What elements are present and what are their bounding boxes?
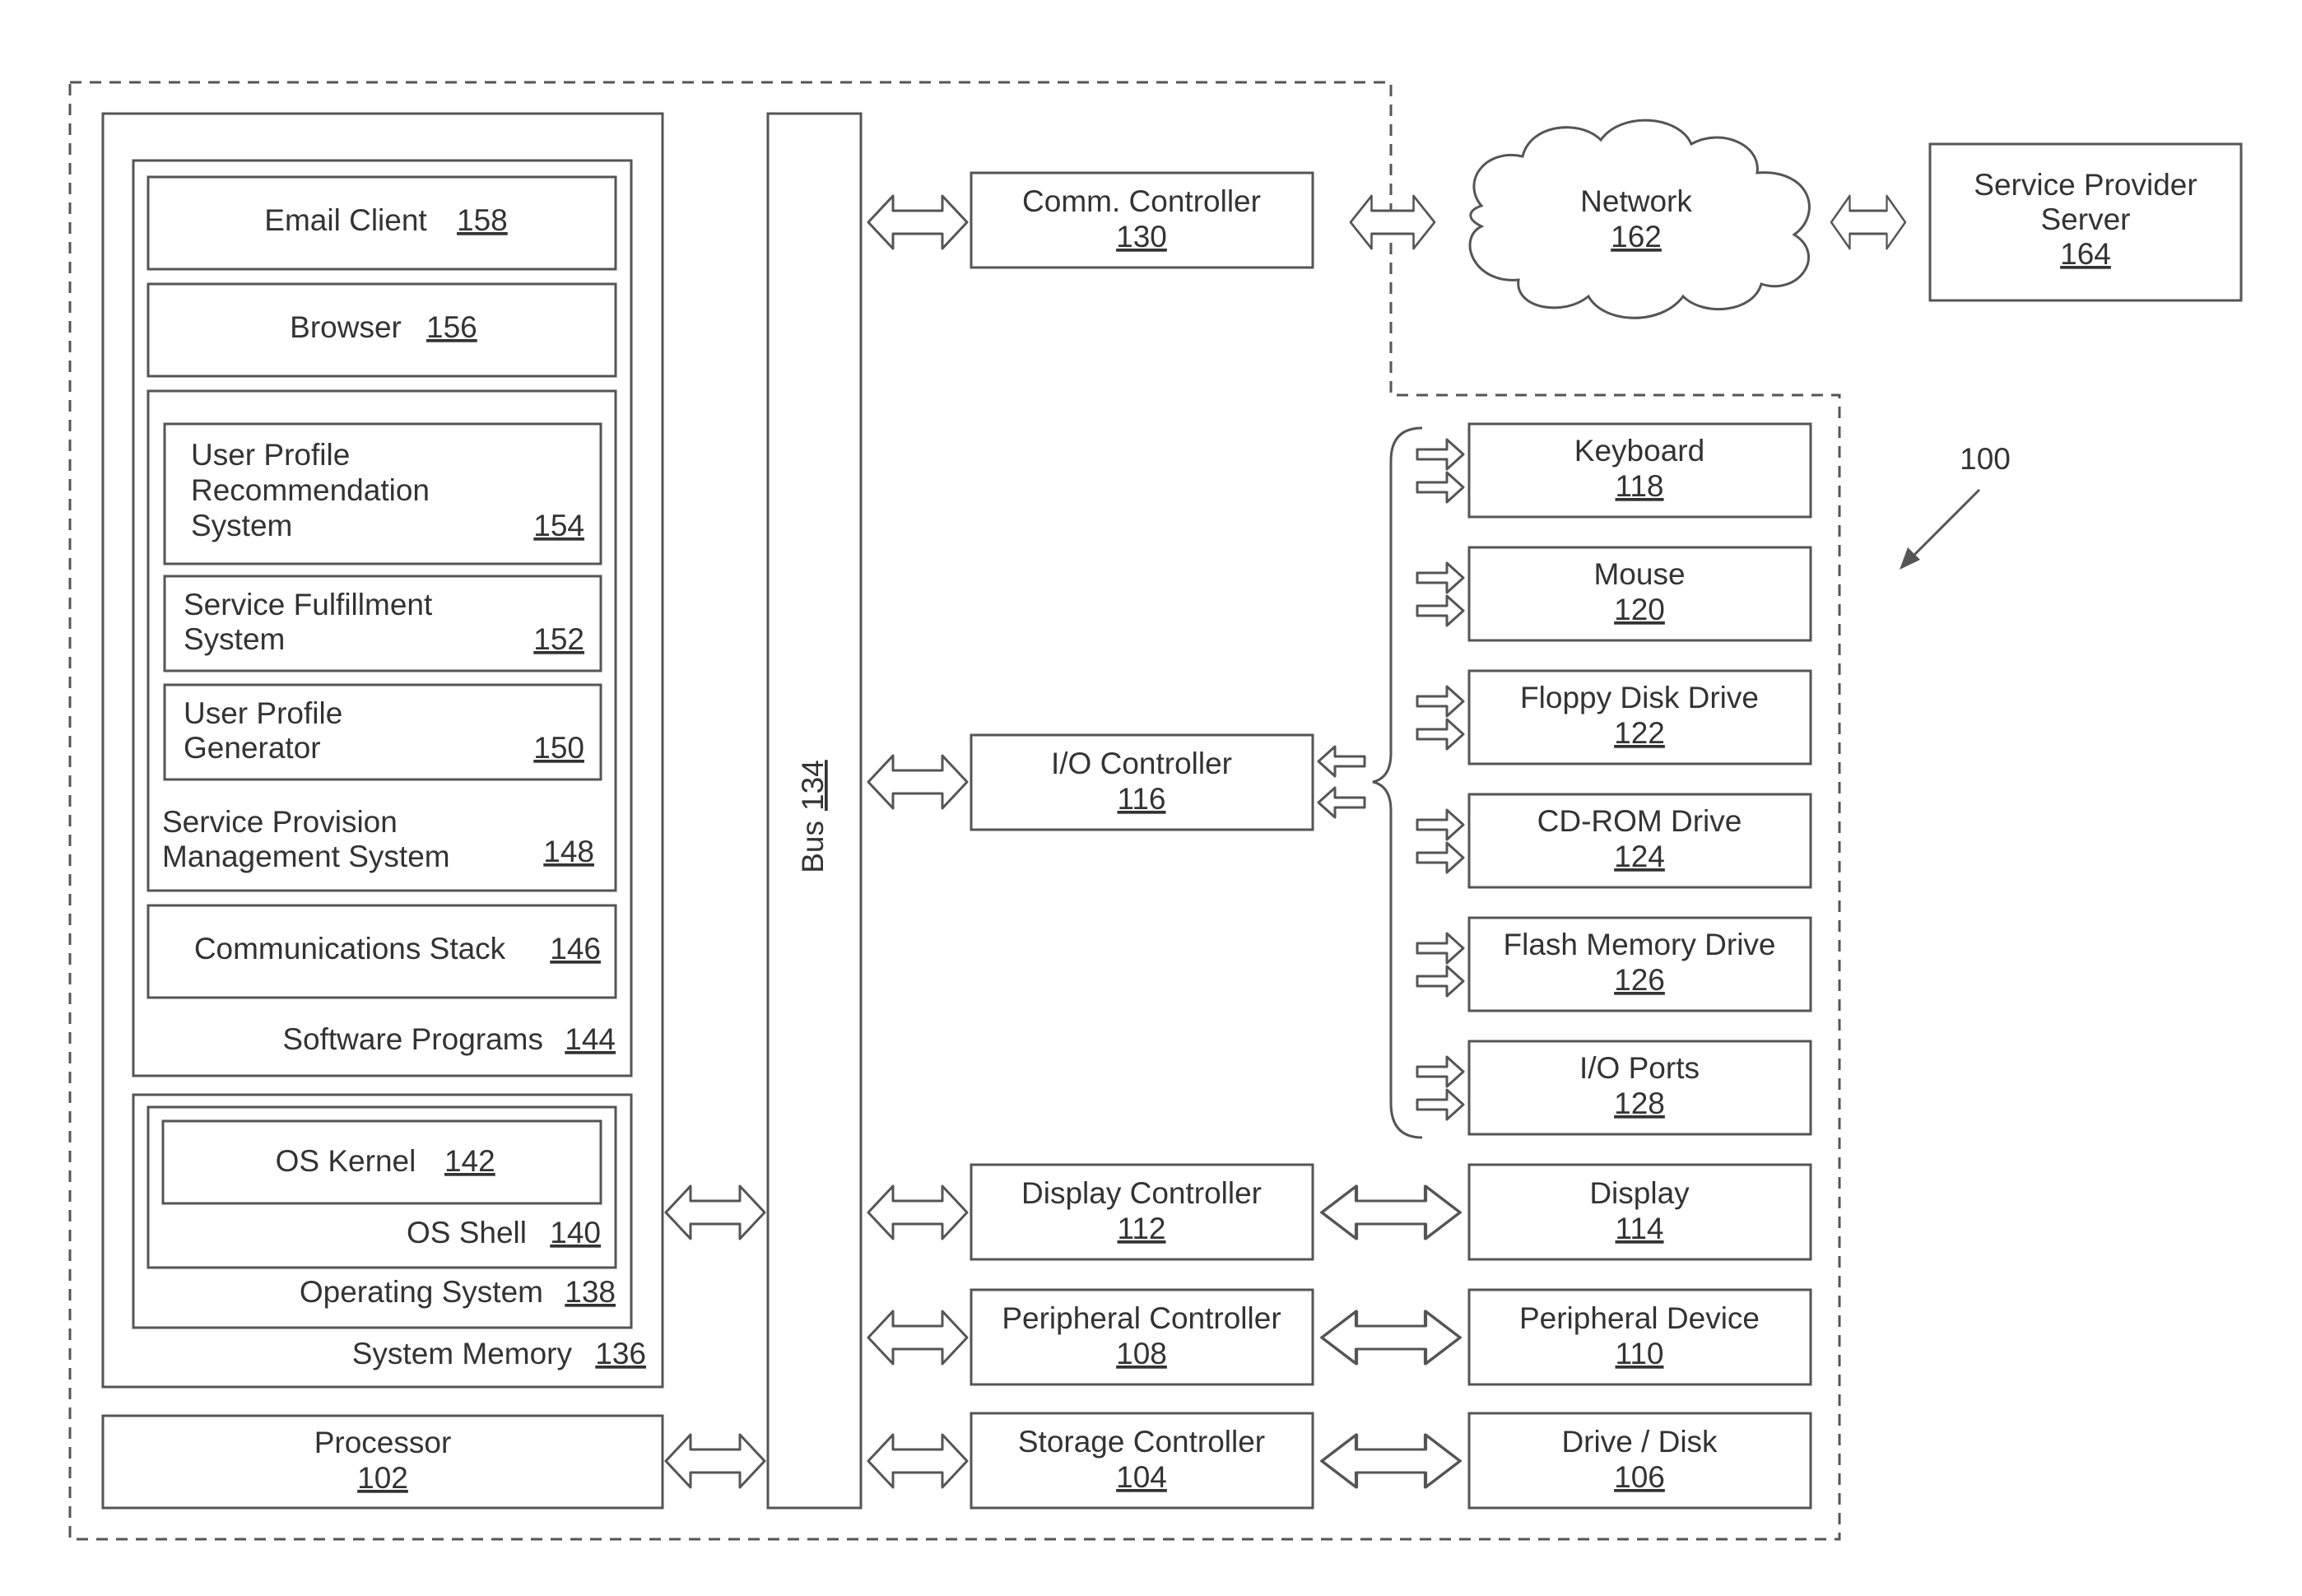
upg-line1: User Profile <box>184 696 342 730</box>
bus-storage-arrow <box>868 1435 967 1487</box>
communications-stack-ref: 146 <box>550 932 601 966</box>
flash-label: Flash Memory Drive <box>1504 928 1776 961</box>
io-ports-label: I/O Ports <box>1579 1051 1700 1085</box>
floppy-arrow-2 <box>1417 719 1463 749</box>
keyboard-label: Keyboard <box>1574 434 1704 468</box>
comm-controller-label: Comm. Controller <box>1022 184 1261 218</box>
io-ports-ref: 128 <box>1614 1086 1665 1120</box>
cdrom-label: CD-ROM Drive <box>1537 804 1742 838</box>
spm-ref: 148 <box>543 835 594 868</box>
email-client-label: Email Client <box>264 203 427 237</box>
bus-ref: 134 <box>796 760 830 811</box>
bus-comm-arrow <box>868 196 967 249</box>
bus-io-arrow <box>868 756 967 808</box>
keyboard-arrow-1 <box>1417 440 1463 469</box>
upr-line1: User Profile <box>191 438 350 472</box>
peripheral-arrow <box>1322 1311 1460 1364</box>
flash-arrow-1 <box>1417 933 1463 963</box>
peripheral-device-ref: 110 <box>1616 1337 1664 1370</box>
processor-bus-arrow <box>666 1435 765 1487</box>
cdrom-arrow-2 <box>1417 843 1463 872</box>
spm-line2: Management System <box>162 840 450 873</box>
comm-network-arrow <box>1351 196 1435 249</box>
upr-line3: System <box>191 509 292 542</box>
io-ports-arrow-2 <box>1417 1090 1463 1119</box>
memory-bus-arrow <box>666 1186 765 1239</box>
figure-ref-pointer <box>1909 490 1979 560</box>
spm-line1: Service Provision <box>162 805 398 839</box>
drive-disk-ref: 106 <box>1614 1460 1665 1494</box>
mouse-ref: 120 <box>1614 593 1665 626</box>
keyboard-arrow-2 <box>1417 472 1463 502</box>
figure-ref-label: 100 <box>1960 442 2011 476</box>
email-client-ref: 158 <box>457 203 508 237</box>
floppy-label: Floppy Disk Drive <box>1520 681 1759 714</box>
display-controller-ref: 112 <box>1118 1212 1166 1245</box>
os-kernel-label: OS Kernel <box>276 1144 416 1178</box>
network-label: Network <box>1580 184 1692 218</box>
processor-label: Processor <box>314 1426 452 1459</box>
bus-display-arrow <box>868 1186 967 1239</box>
io-ports-arrow-1 <box>1417 1057 1463 1086</box>
sps-ref: 164 <box>2060 237 2111 271</box>
floppy-arrow-1 <box>1417 686 1463 716</box>
keyboard-ref: 118 <box>1616 469 1664 503</box>
comm-controller-ref: 130 <box>1116 220 1167 254</box>
storage-arrow <box>1322 1435 1460 1487</box>
software-programs-label: Software Programs <box>282 1022 543 1056</box>
display-ref: 114 <box>1616 1212 1664 1245</box>
upr-line2: Recommendation <box>191 473 430 507</box>
flash-ref: 126 <box>1614 963 1665 997</box>
storage-controller-ref: 104 <box>1116 1460 1167 1494</box>
sps-line2: Server <box>2041 202 2131 236</box>
drive-disk-label: Drive / Disk <box>1561 1425 1718 1459</box>
upg-line2: Generator <box>184 731 321 765</box>
network-server-arrow <box>1831 196 1905 249</box>
os-shell-label: OS Shell <box>407 1216 527 1249</box>
os-kernel-ref: 142 <box>444 1144 495 1178</box>
operating-system-ref: 138 <box>565 1275 616 1309</box>
display-label: Display <box>1589 1176 1690 1210</box>
sps-line1: Service Provider <box>1974 168 2197 202</box>
floppy-ref: 122 <box>1614 716 1665 750</box>
cdrom-ref: 124 <box>1614 840 1665 873</box>
sf-line2: System <box>184 622 285 656</box>
processor-ref: 102 <box>357 1461 408 1495</box>
flash-arrow-2 <box>1417 966 1463 996</box>
display-controller-label: Display Controller <box>1021 1176 1262 1210</box>
mouse-arrow-2 <box>1417 596 1463 626</box>
communications-stack-label: Communications Stack <box>194 932 506 966</box>
upg-ref: 150 <box>533 731 584 765</box>
peripheral-controller-ref: 108 <box>1116 1337 1167 1370</box>
mouse-label: Mouse <box>1593 557 1685 591</box>
storage-controller-label: Storage Controller <box>1018 1425 1265 1459</box>
os-shell-ref: 140 <box>550 1216 601 1249</box>
cdrom-arrow-1 <box>1417 810 1463 840</box>
system-memory-ref: 136 <box>595 1337 646 1370</box>
mouse-arrow-1 <box>1417 563 1463 593</box>
browser-ref: 156 <box>426 310 477 344</box>
system-memory-label: System Memory <box>352 1337 573 1370</box>
device-brace <box>1373 428 1422 1138</box>
upr-ref: 154 <box>533 509 584 542</box>
display-arrow <box>1322 1186 1460 1239</box>
browser-label: Browser <box>290 310 402 344</box>
peripheral-controller-label: Peripheral Controller <box>1002 1301 1281 1335</box>
bus-label: Bus <box>796 821 830 873</box>
io-controller-ref: 116 <box>1118 782 1166 816</box>
sf-ref: 152 <box>533 622 584 656</box>
operating-system-label: Operating System <box>300 1275 543 1309</box>
network-ref: 162 <box>1611 220 1662 254</box>
sf-line1: Service Fulfillment <box>184 588 433 621</box>
software-programs-ref: 144 <box>565 1022 616 1056</box>
io-input-arrow-lower <box>1318 788 1365 817</box>
bus-peripheral-arrow <box>868 1311 967 1364</box>
peripheral-device-label: Peripheral Device <box>1519 1301 1760 1335</box>
io-controller-label: I/O Controller <box>1051 747 1232 780</box>
io-input-arrow-upper <box>1318 747 1365 776</box>
